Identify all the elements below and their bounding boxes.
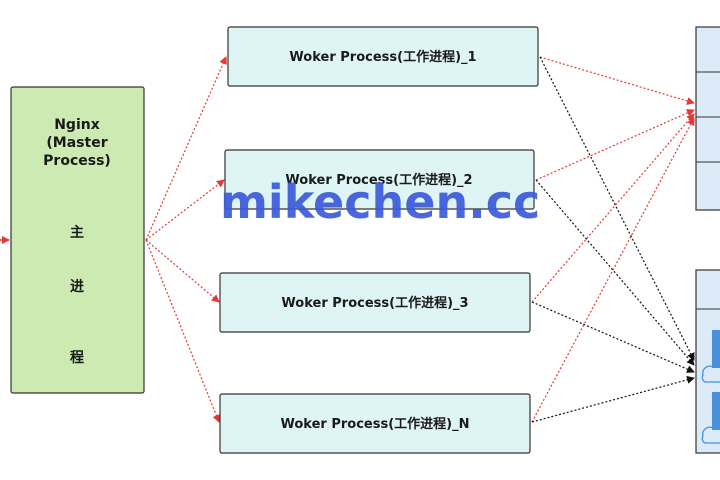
arrow-w2-bottom-black	[535, 179, 695, 366]
master-char-2: 进	[70, 279, 84, 295]
arrow-master-worker-1	[145, 56, 227, 241]
master-char-3: 程	[70, 350, 84, 366]
arrow-w2-top-red	[535, 109, 695, 181]
watermark-text: mikechen.cc	[220, 175, 541, 229]
worker-label-1: Woker Process(工作进程)_1	[289, 49, 476, 65]
arrow-w1-bottom-black	[539, 56, 695, 361]
worker-box-3	[219, 272, 531, 333]
worker-box-n	[219, 393, 531, 454]
right-target-top	[695, 26, 720, 211]
master-char-1: 主	[70, 224, 84, 241]
arrow-master-worker-n	[145, 239, 221, 423]
worker-label-3: Woker Process(工作进程)_3	[281, 295, 468, 311]
master-line-1: Nginx	[54, 117, 100, 133]
worker-label-2: Woker Process(工作进程)_2	[285, 172, 472, 188]
arrow-master-worker-2	[145, 179, 225, 241]
worker-label-n: Woker Process(工作进程)_N	[281, 416, 470, 432]
arrow-w1-top-red	[539, 56, 695, 105]
arrow-wn-bottom-black	[531, 375, 695, 423]
master-line-2: (Master	[46, 135, 107, 151]
arrow-w3-bottom-black	[531, 301, 695, 373]
worker-box-2	[224, 149, 535, 210]
arrow-master-worker-3	[145, 239, 220, 303]
arrow-w3-top-red	[531, 113, 695, 303]
arrow-wn-top-red	[531, 117, 695, 423]
master-process-box	[10, 86, 145, 394]
master-line-3: Process)	[43, 153, 111, 169]
worker-box-1	[227, 26, 539, 87]
